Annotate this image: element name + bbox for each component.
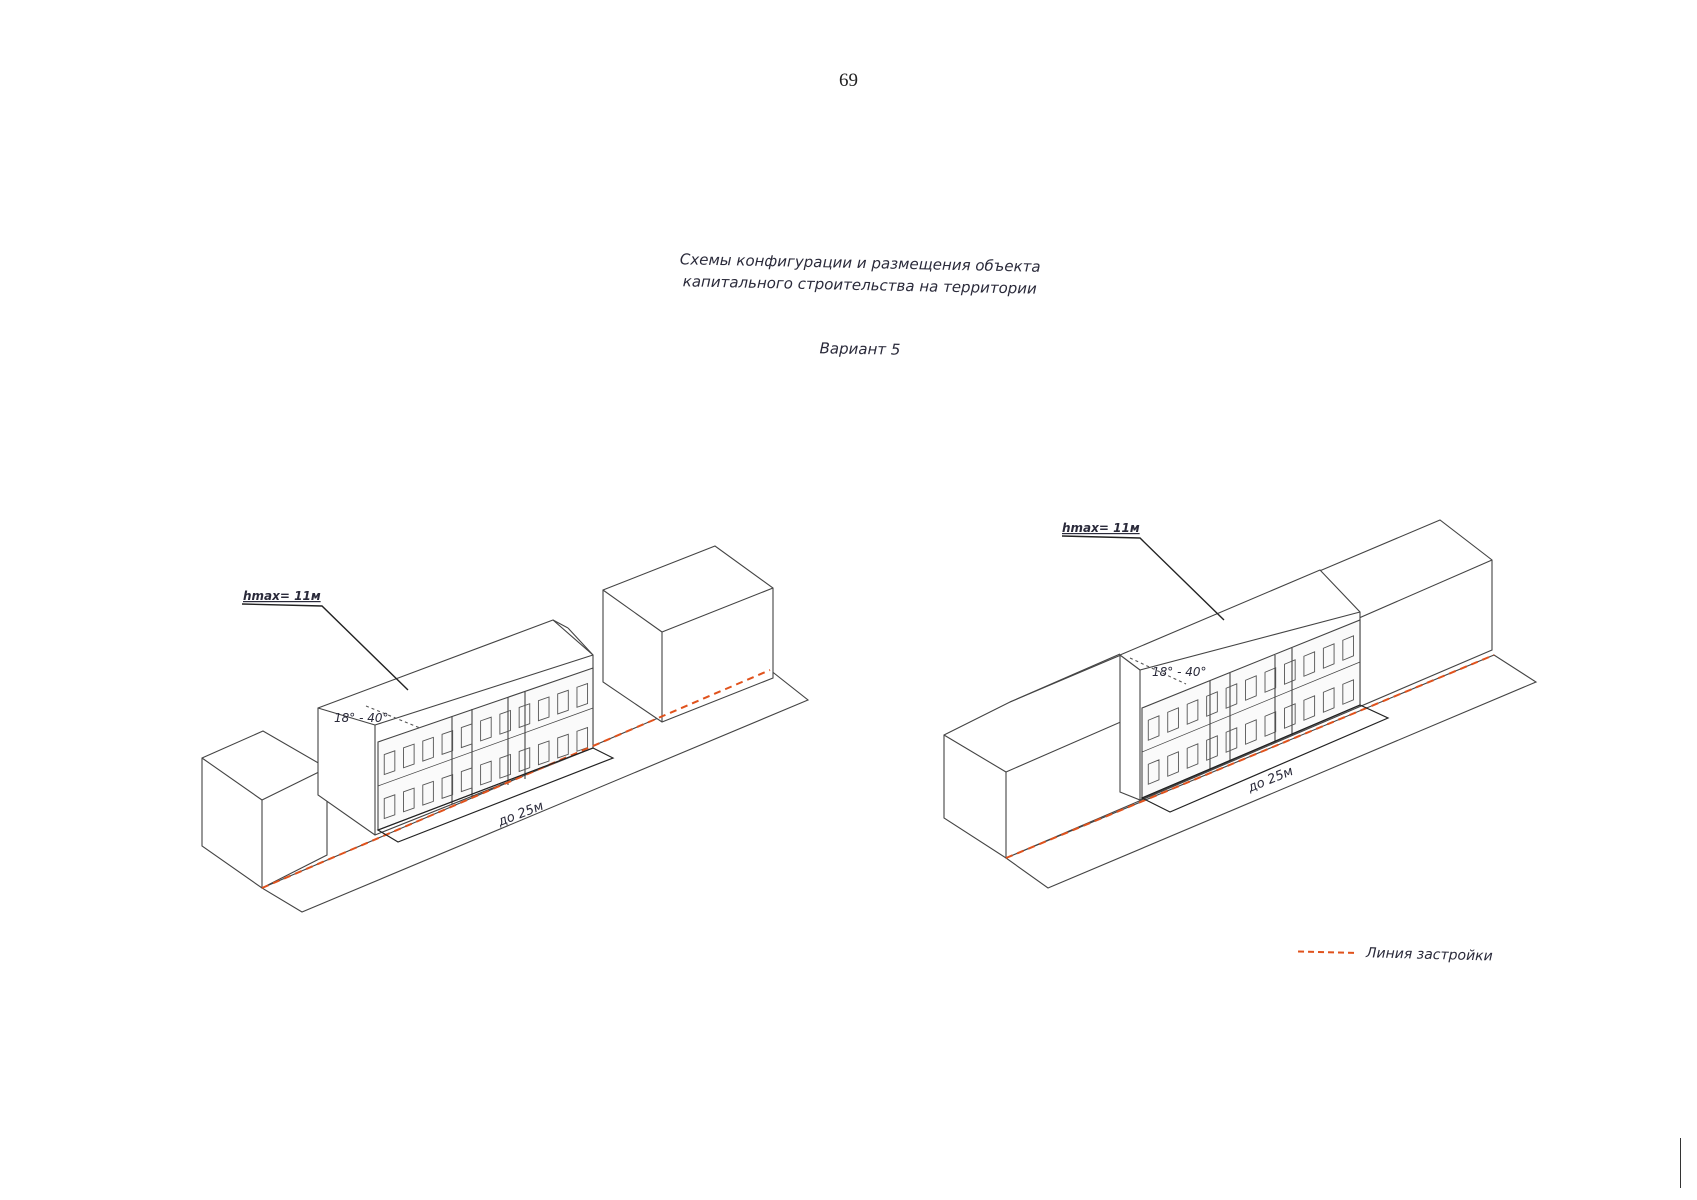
window (518, 703, 531, 729)
right-angle-leader (1129, 657, 1187, 685)
left-neighbour-building (201, 730, 328, 889)
right-angle-label: 18° - 40° (1152, 665, 1207, 679)
left-angle-leader (365, 705, 421, 729)
window (518, 747, 531, 773)
window (1303, 695, 1316, 721)
window (1147, 759, 1160, 785)
window (403, 743, 415, 769)
window (1342, 635, 1354, 661)
window (1284, 703, 1296, 729)
window (460, 723, 473, 749)
window (1342, 679, 1354, 705)
left-angle-label: 18° - 40° (334, 711, 389, 725)
window (422, 736, 434, 762)
margin-rule (1680, 1138, 1681, 1188)
window (441, 730, 454, 755)
left-width-frame (376, 747, 615, 843)
window (1245, 719, 1257, 745)
window (383, 750, 396, 776)
window (1167, 707, 1179, 733)
window (1264, 711, 1277, 737)
window (1284, 659, 1296, 685)
window (1147, 715, 1160, 741)
window (499, 709, 511, 735)
right-main-building (1119, 569, 1361, 801)
window (1206, 735, 1218, 761)
left-building-line (261, 669, 771, 889)
window (441, 774, 454, 799)
window (557, 733, 569, 759)
right-building-line (1005, 654, 1495, 859)
window (499, 753, 511, 779)
window (1186, 743, 1199, 769)
legend-label: Линия застройки (1365, 945, 1493, 965)
left-height-label: hmax= 11м (243, 589, 321, 603)
window (1206, 691, 1218, 717)
window (1264, 667, 1277, 693)
window (1186, 699, 1199, 725)
page-number: 69 (839, 70, 858, 91)
window (557, 689, 569, 715)
right-neighbour-building (602, 545, 774, 723)
window (537, 740, 550, 766)
left-ground-strip (260, 669, 810, 913)
window (460, 767, 473, 793)
right-height-label: hmax= 11м (1062, 521, 1140, 535)
window (480, 716, 492, 742)
window (480, 760, 492, 786)
right-width-frame (1140, 704, 1390, 813)
right-height-leader (1061, 535, 1225, 621)
window (1167, 751, 1179, 777)
window (383, 794, 396, 820)
window (403, 787, 415, 813)
window (537, 696, 550, 722)
right-windows (1147, 635, 1354, 785)
window (1322, 687, 1335, 713)
window (1322, 643, 1335, 669)
window (1303, 651, 1316, 677)
left-height-leader (241, 603, 409, 691)
window (1225, 683, 1238, 709)
window (1245, 675, 1257, 701)
window (422, 780, 434, 806)
window (576, 682, 589, 708)
right-scheme (943, 519, 1538, 889)
window (1225, 727, 1238, 753)
left-scheme (201, 545, 810, 913)
legend-dashed-line (1298, 950, 1355, 954)
